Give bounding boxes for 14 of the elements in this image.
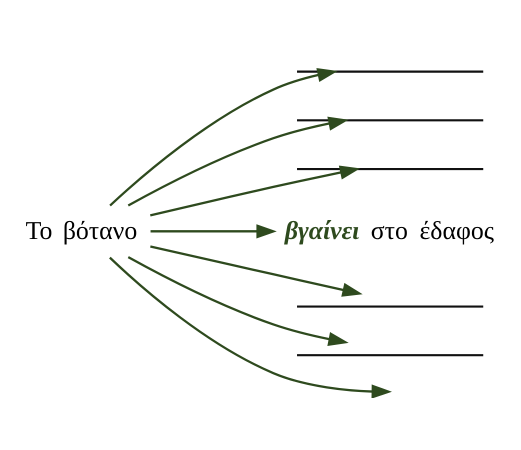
arrow: [150, 165, 360, 216]
node-line: [297, 304, 484, 308]
arrow: [150, 224, 277, 238]
node-line: [297, 354, 484, 356]
node-text: Το βότανο: [26, 215, 138, 244]
arrow: [109, 68, 338, 206]
arrow: [109, 256, 392, 398]
node-line: [297, 167, 484, 170]
node-text: βγαίνει στο έδαφος: [284, 215, 494, 244]
node-line: [297, 70, 484, 72]
arrow: [128, 116, 349, 206]
arrow: [150, 244, 363, 296]
node-line: [297, 118, 484, 121]
arrow: [128, 256, 349, 346]
